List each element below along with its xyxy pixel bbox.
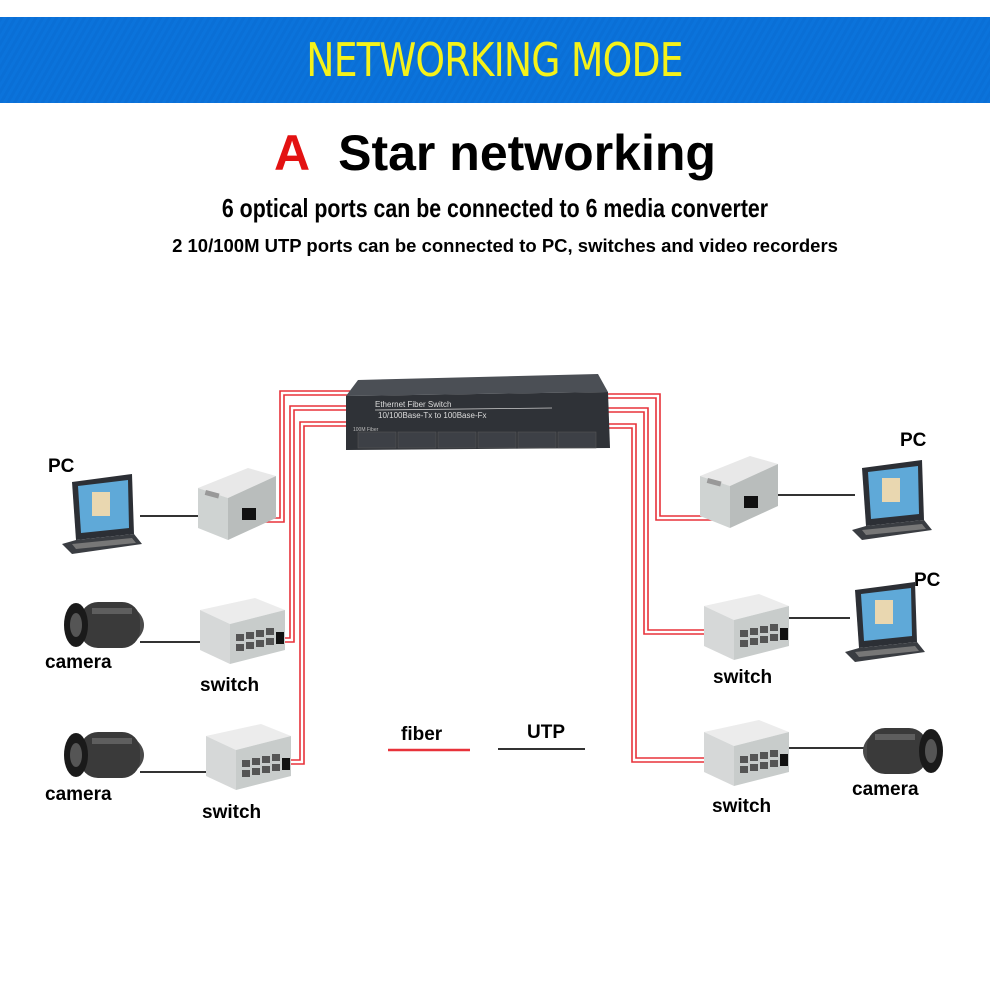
legend-utp-label: UTP (527, 722, 565, 743)
label-switch-right-2: switch (712, 796, 771, 817)
legend: fiber UTP (388, 722, 585, 752)
ethernet-fiber-switch: Ethernet Fiber Switch 10/100Base-Tx to 1… (346, 374, 610, 450)
laptop-icon (845, 582, 925, 662)
switch-spec: 10/100Base-Tx to 100Base-Fx (378, 411, 487, 420)
banner-title: NETWORKING MODE (306, 33, 684, 87)
media-converter-icon (198, 468, 276, 540)
switch-icon (200, 598, 285, 664)
subtitle: 6 optical ports can be connected to 6 me… (221, 193, 769, 223)
description: 2 10/100M UTP ports can be connected to … (172, 235, 838, 256)
legend-fiber-label: fiber (401, 724, 443, 745)
label-switch-left-2: switch (202, 802, 261, 823)
fiber-ports (357, 431, 597, 449)
laptop-icon (62, 474, 142, 554)
label-pc-left: PC (48, 456, 75, 477)
page-title: A Star networking (0, 124, 990, 182)
label-camera-left-2: camera (45, 784, 112, 805)
fiber-links-left (262, 390, 350, 765)
label-pc-right-2: PC (914, 570, 941, 591)
title-letter: A (274, 125, 311, 181)
label-switch-right-1: switch (713, 667, 772, 688)
media-converter-icon (700, 456, 778, 528)
banner: NETWORKING MODE (0, 17, 990, 103)
camera-icon (64, 602, 144, 648)
label-pc-right-1: PC (900, 430, 927, 451)
title-text: Star networking (338, 125, 716, 181)
switch-icon (704, 720, 789, 786)
switch-icon (206, 724, 291, 790)
switch-icon (704, 594, 789, 660)
switch-name: Ethernet Fiber Switch (375, 400, 451, 409)
label-switch-left-1: switch (200, 675, 259, 696)
camera-icon (863, 728, 943, 774)
camera-icon (64, 732, 144, 778)
fiber-links-right (606, 393, 745, 763)
switch-port-label: 100M Fiber (353, 427, 379, 433)
label-camera-right: camera (852, 779, 919, 800)
laptop-icon (852, 460, 932, 540)
label-camera-left-1: camera (45, 652, 112, 673)
